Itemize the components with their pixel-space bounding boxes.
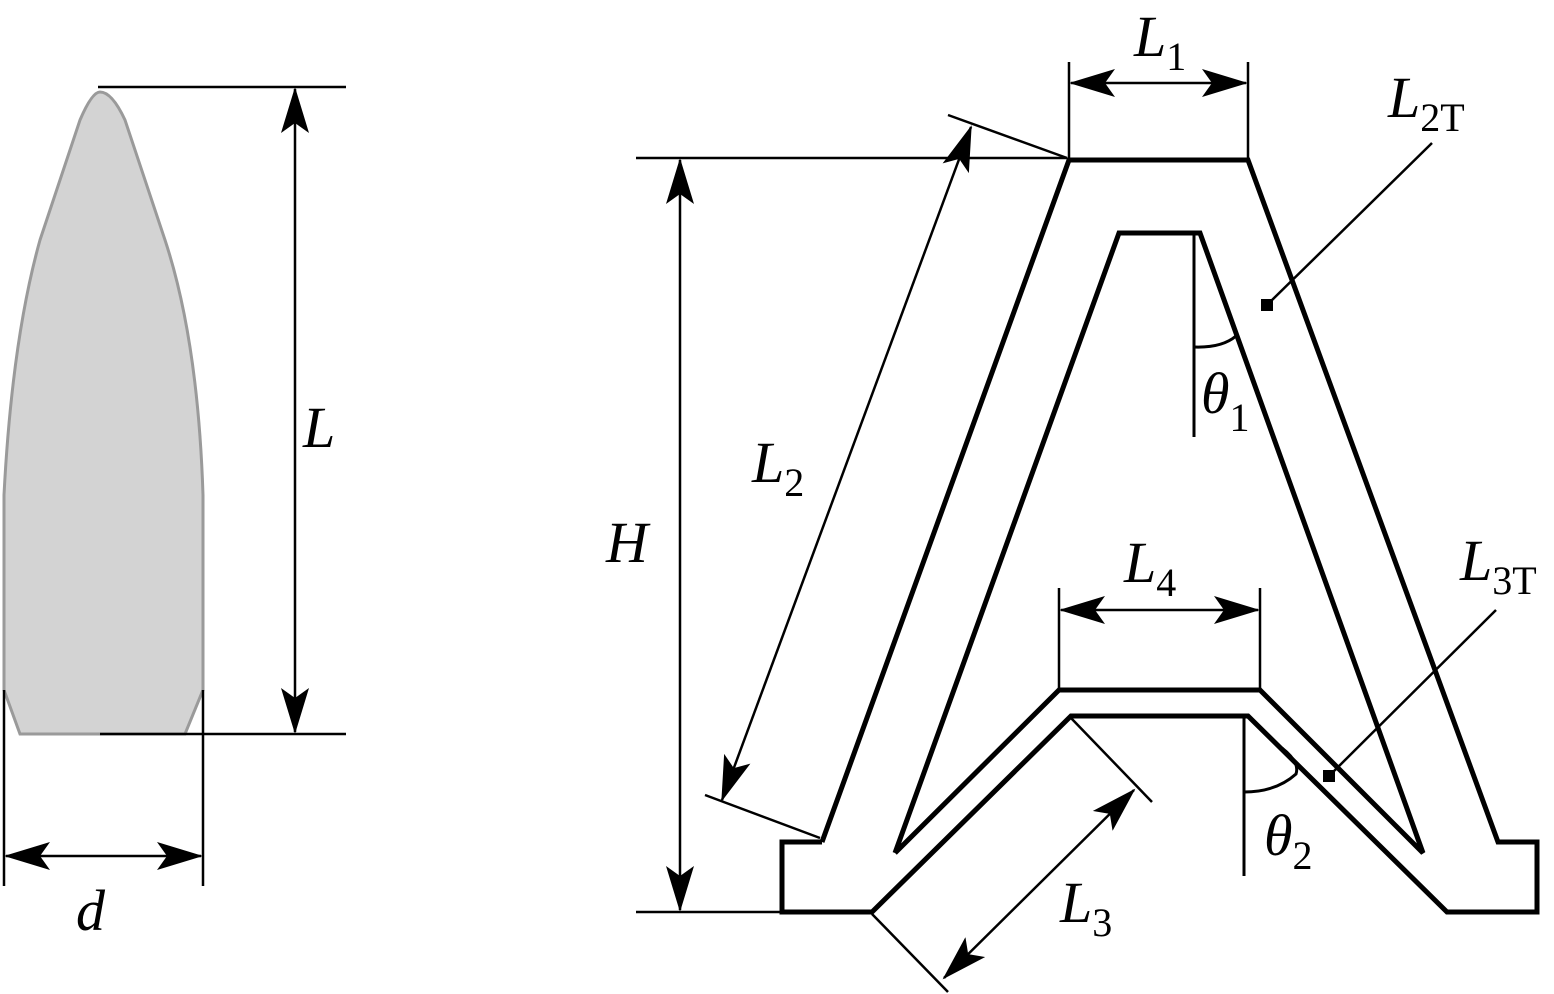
projectile-figure: L d (2, 85, 346, 943)
L1-label: L1 (1133, 4, 1186, 79)
L-label: L (302, 395, 335, 460)
inner-apex-contour (892, 230, 1426, 855)
outer-contour (779, 157, 1540, 915)
L3-dimension-arrow (942, 788, 1136, 980)
projectile-body (2, 90, 205, 736)
L2T-label: L2T (1387, 65, 1465, 140)
L3T-leader-line (1328, 609, 1497, 777)
theta2-label: θ2 (1264, 803, 1313, 878)
d-label: d (76, 878, 106, 943)
L3T-label: L3T (1459, 528, 1537, 603)
L2-dimension-arrow (720, 125, 973, 802)
H-label: H (605, 510, 651, 575)
L3-label: L3 (1059, 870, 1112, 945)
L2-bottom-extension-line (704, 793, 821, 840)
L3-top-extension-line (1070, 717, 1153, 803)
L3T-leader-marker (1323, 770, 1335, 782)
a-frame-figure: H L1 L2 L2T θ1 L4 (605, 4, 1540, 993)
L3-bottom-extension-line (871, 913, 949, 993)
L2T-leader-line (1266, 142, 1433, 306)
L2T-leader-marker (1261, 299, 1273, 311)
L2-label: L2 (751, 430, 804, 505)
theta2-angle-arc (1243, 746, 1299, 794)
L4-label: L4 (1123, 530, 1176, 605)
theta1-angle-arc (1193, 334, 1237, 349)
L2-top-extension-line (947, 113, 1068, 160)
theta1-label: θ1 (1201, 361, 1250, 440)
